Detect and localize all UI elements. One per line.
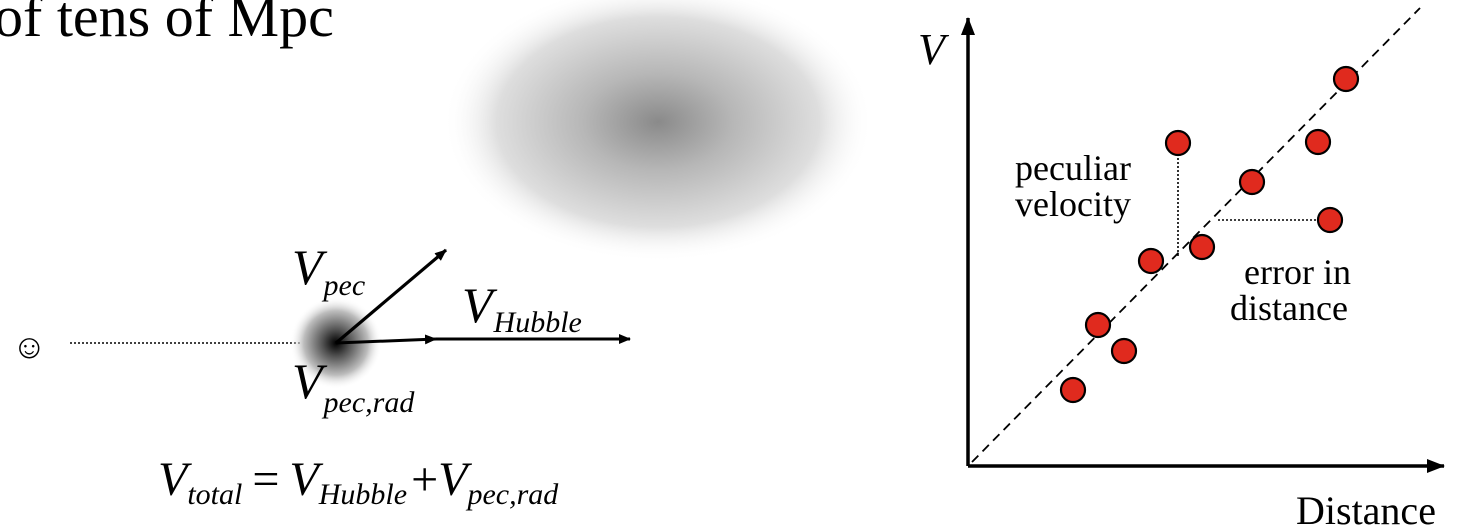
smiley-face-icon: ☺ <box>12 329 47 366</box>
data-point <box>1110 337 1138 365</box>
data-point <box>1164 129 1192 157</box>
velocity-equation: Vtotal=VHubble+Vpec,rad <box>158 453 559 511</box>
data-point <box>1137 247 1165 275</box>
data-point <box>1332 65 1360 93</box>
slide-heading: of tens of Mpc <box>0 0 334 49</box>
v-pec-label: Vpec <box>292 239 365 302</box>
y-axis-label: V <box>918 25 950 74</box>
data-point <box>1084 311 1112 339</box>
data-point <box>1304 128 1332 156</box>
data-point <box>1188 233 1216 261</box>
v-pec-rad-label: Vpec,rad <box>292 353 415 419</box>
data-point <box>1238 168 1266 196</box>
galaxy-cluster-blob <box>443 0 873 262</box>
v-hubble-label: VHubble <box>462 277 582 339</box>
data-point <box>1316 206 1344 234</box>
radial-component-arrow <box>335 334 437 345</box>
x-axis-label: Distance <box>1296 488 1436 532</box>
data-points <box>1059 65 1360 404</box>
peculiar-velocity-arrow <box>334 248 448 345</box>
data-point <box>1059 376 1087 404</box>
